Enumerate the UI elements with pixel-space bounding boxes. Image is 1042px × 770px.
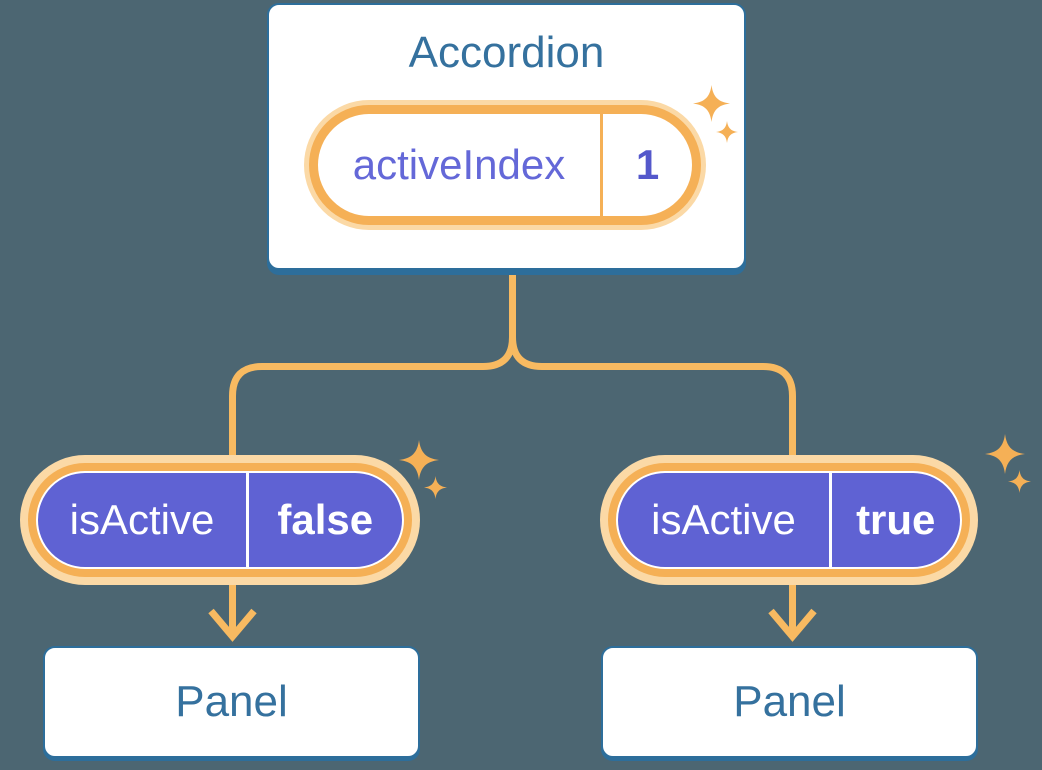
prop-pill-ring: isActive true <box>608 463 970 577</box>
prop-pill-isactive-true: isActive true <box>600 455 978 585</box>
prop-pill-label: isActive <box>651 496 796 543</box>
panel-title: Panel <box>175 677 288 726</box>
state-pill-core: activeIndex 1 <box>318 114 692 216</box>
prop-pill-core: isActive true <box>616 471 962 569</box>
sparkle-icon <box>985 434 1025 474</box>
prop-pill-value: true <box>856 496 936 543</box>
state-pill-activeindex: activeIndex 1 <box>304 100 706 230</box>
prop-pill-ring: isActive false <box>28 463 412 577</box>
sparkle-icon <box>399 440 439 480</box>
panel-component-card: Panel <box>601 646 978 758</box>
sparkle-icon <box>1008 470 1031 493</box>
sparkle-icon <box>424 476 447 499</box>
prop-pill-core: isActive false <box>36 471 404 569</box>
state-pill-ring: activeIndex 1 <box>309 105 701 225</box>
prop-pill-divider <box>246 473 249 567</box>
prop-pill-value: false <box>277 496 374 543</box>
connector-stem-left-branch <box>229 269 516 462</box>
prop-pill-isactive-false: isActive false <box>20 455 420 585</box>
panel-component-card: Panel <box>43 646 420 758</box>
prop-pill-divider <box>829 473 832 567</box>
panel-title: Panel <box>733 677 846 726</box>
connector-right-branch <box>509 333 796 462</box>
state-pill-label: activeIndex <box>352 141 566 188</box>
arrow-down-icon <box>208 580 257 642</box>
accordion-title: Accordion <box>408 28 605 77</box>
prop-pill-label: isActive <box>69 496 215 543</box>
state-pill-value: 1 <box>635 141 660 188</box>
state-pill-divider <box>600 114 603 216</box>
arrow-down-icon <box>768 580 817 642</box>
